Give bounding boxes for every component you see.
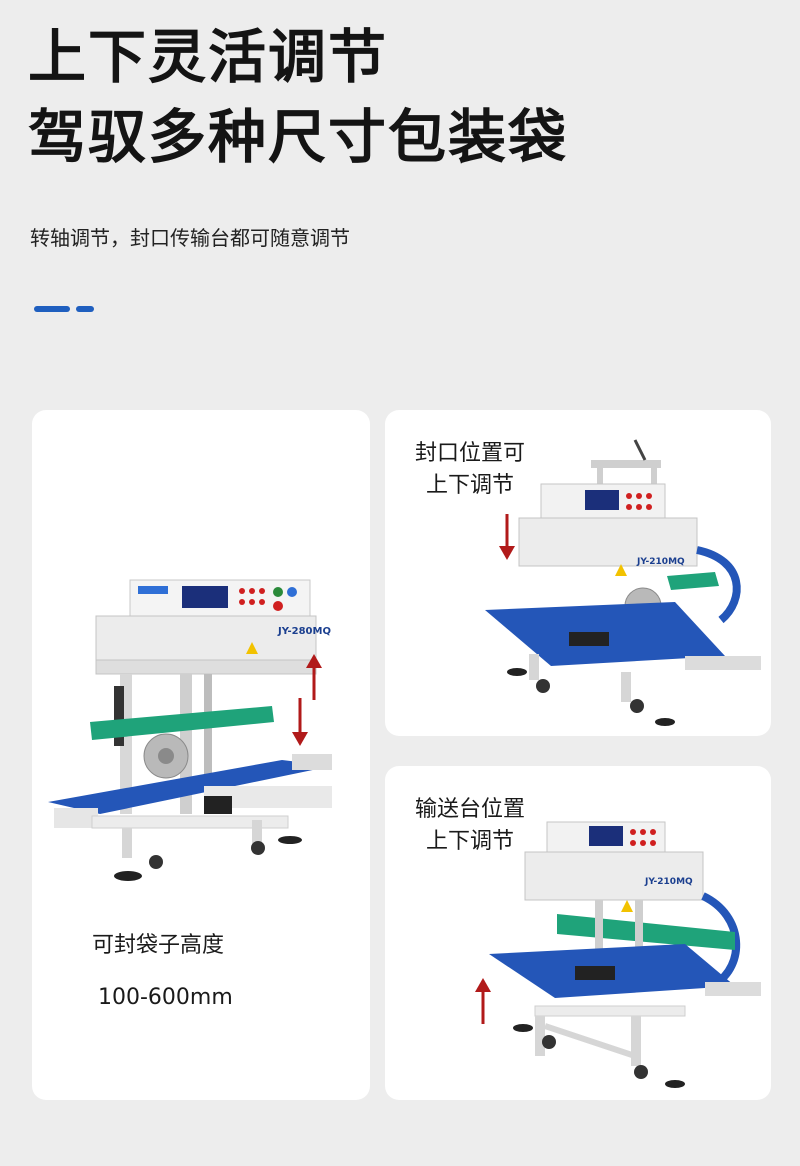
seal-position-label-line1: 封口位置可 bbox=[414, 441, 525, 466]
conveyor-position-label-line1: 输送台位置 bbox=[414, 797, 525, 822]
conveyor-position-label-line2: 上下调节 bbox=[425, 828, 514, 854]
seal-height-value: 100-600mm bbox=[98, 985, 233, 1010]
accent-bar bbox=[34, 306, 70, 312]
card-seal-position: 封口位置可 上下调节 JY-210MQ bbox=[385, 410, 771, 736]
card-conveyor-position: 输送台位置 上下调节 JY-210MQ bbox=[385, 766, 771, 1100]
page-subtitle: 转轴调节，封口传输台都可随意调节 bbox=[30, 226, 350, 250]
conveyor-position-label: 输送台位置 上下调节 bbox=[395, 794, 545, 858]
sealing-machine-210-image-a: JY-210MQ bbox=[485, 439, 761, 726]
seal-position-label: 封口位置可 上下调节 bbox=[395, 438, 545, 502]
model-text: JY-280MQ bbox=[277, 626, 331, 637]
seal-position-label-line2: 上下调节 bbox=[425, 472, 514, 498]
model-text: JY-210MQ bbox=[636, 557, 685, 567]
accent-bar-short bbox=[76, 306, 94, 312]
model-text: JY-210MQ bbox=[644, 877, 693, 887]
page-title-line2: 驾驭多种尺寸包装袋 bbox=[28, 103, 569, 171]
page-title-line1: 上下灵活调节 bbox=[28, 23, 389, 91]
sealing-machine-210-image-b: JY-210MQ bbox=[475, 821, 761, 1088]
card-seal-height: JY-280MQ 可封袋子高度 100-600mm bbox=[32, 410, 370, 1100]
sealing-machine-280-image: JY-280MQ bbox=[48, 579, 332, 881]
seal-height-label: 可封袋子高度 bbox=[92, 933, 225, 958]
